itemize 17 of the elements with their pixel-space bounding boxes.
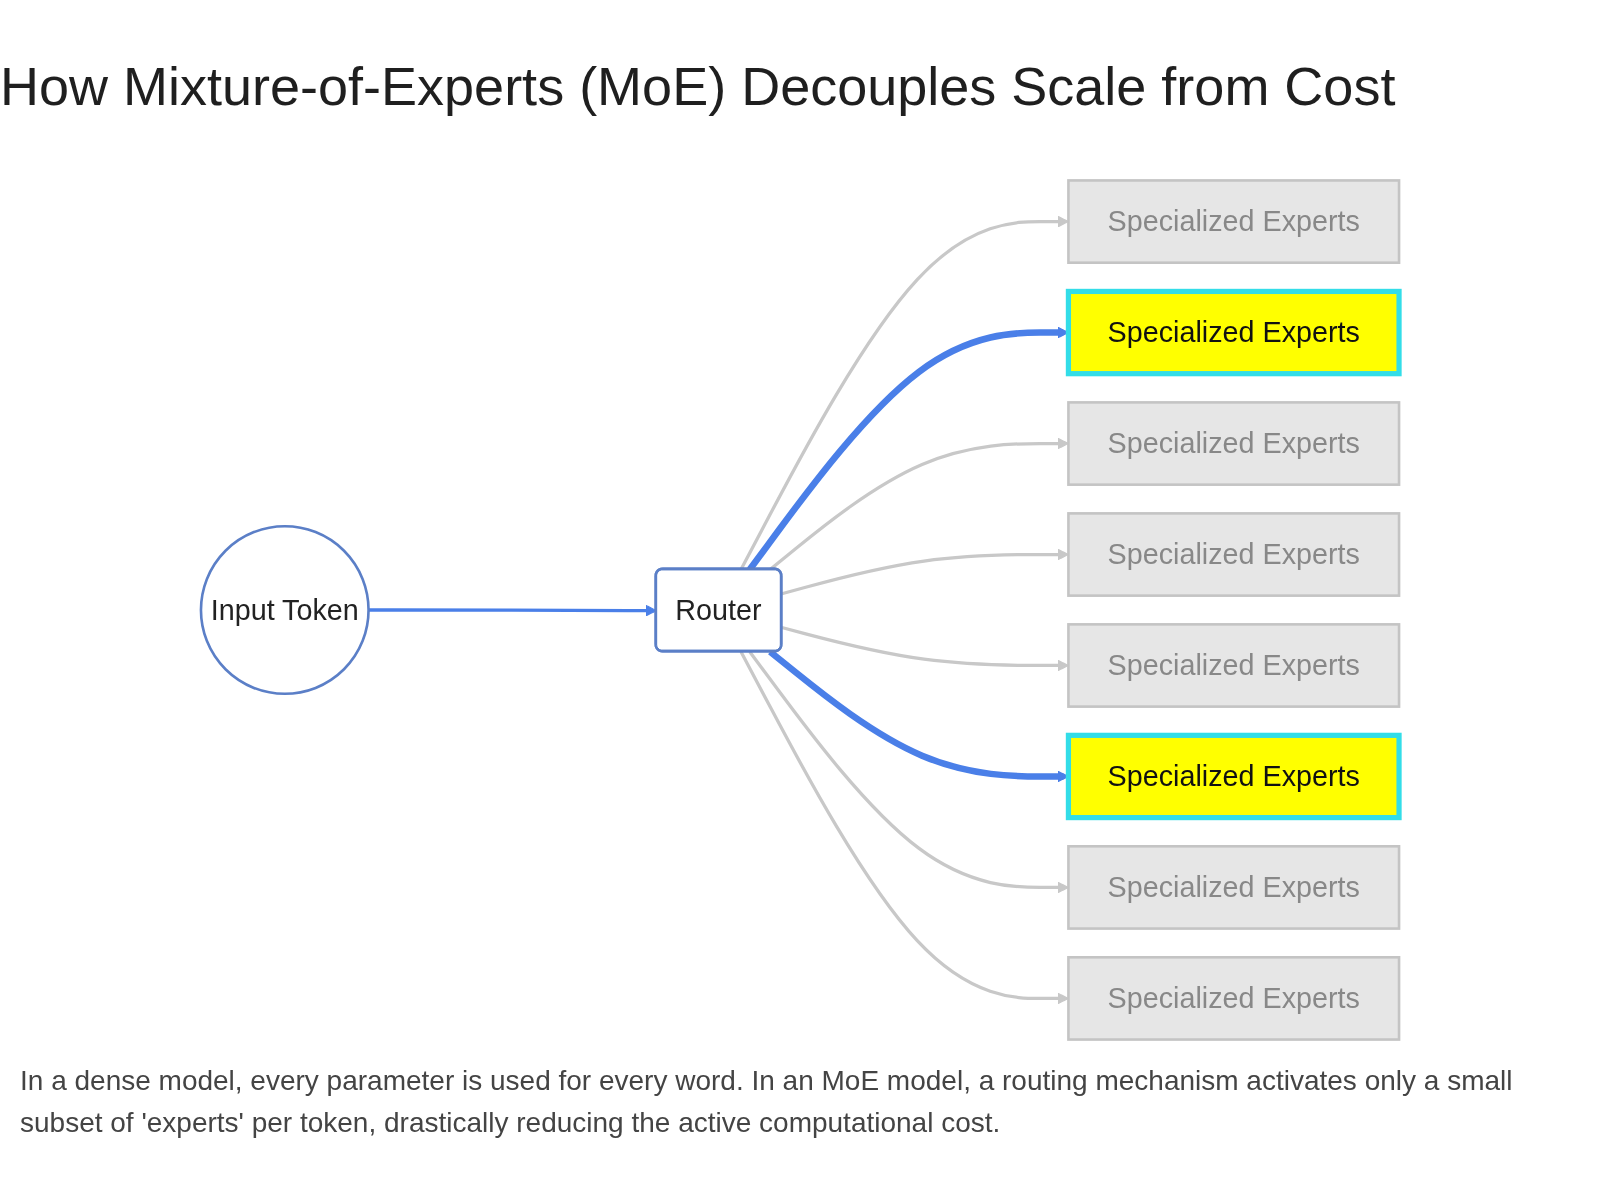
node-box [1067, 845, 1401, 930]
diagram-title: How Mixture-of-Experts (MoE) Decouples Scale from Cost [0, 55, 1396, 117]
arrow [739, 215, 1069, 571]
arrow [781, 548, 1069, 596]
arrow [748, 650, 1069, 894]
arrow [739, 651, 1069, 1005]
arrow [781, 625, 1069, 672]
node-box [1067, 623, 1401, 708]
flowchart: Input Token Router Specialized Experts Specialized Experts Specialized Experts Specialized Experts Specialized Experts Specialized Experts Specialized Experts Specialized Experts [60, 170, 1540, 1050]
node-box [1067, 179, 1401, 264]
caption: In a dense model, every parameter is used for every word. In an MoE model, a routing mechanism activates only a small subset of 'experts' per token, drastically reducing the active computational cost. [20, 1064, 1514, 1140]
node-circle [199, 524, 370, 696]
node-box [1065, 732, 1402, 821]
node-box [1067, 512, 1401, 597]
node-box [1067, 401, 1401, 486]
node-box [1067, 956, 1401, 1041]
node-box [1065, 288, 1402, 377]
